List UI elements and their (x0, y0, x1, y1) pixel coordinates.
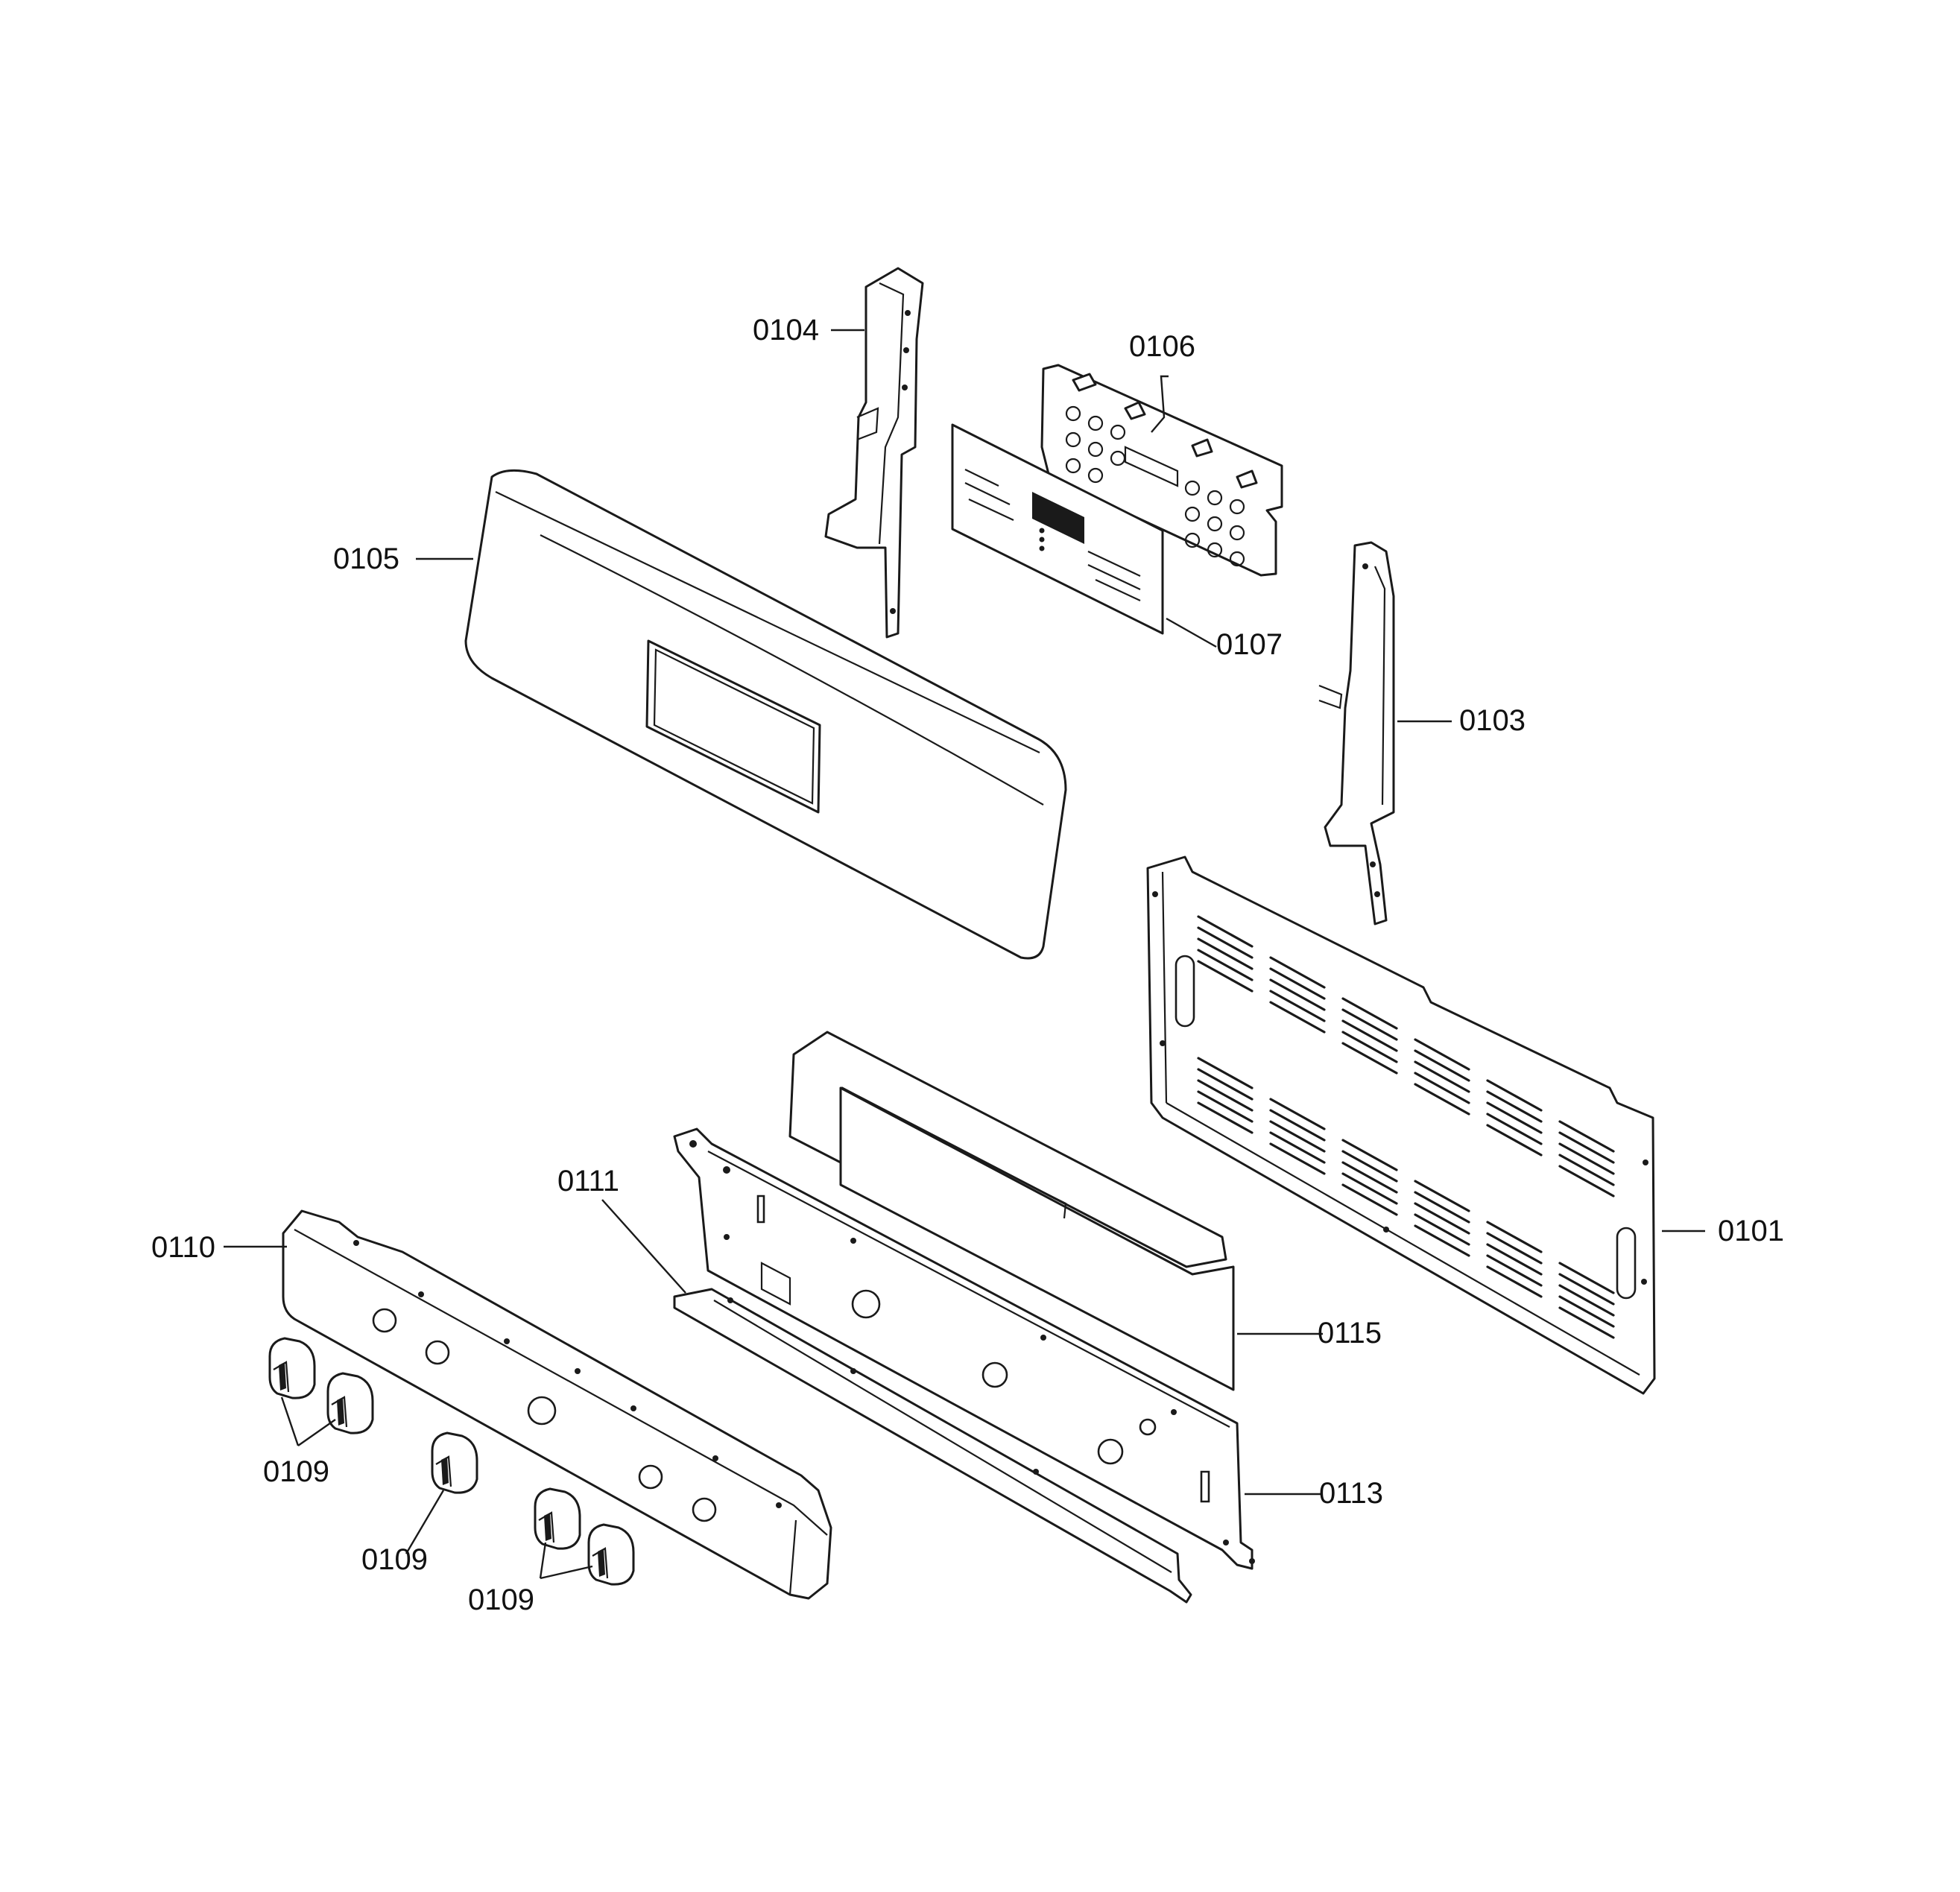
part-0101-rear-panel (1146, 855, 1656, 1395)
part-0107-overlay (951, 423, 1164, 635)
callout-0103: 0103 (1459, 704, 1526, 737)
knob (431, 1431, 478, 1494)
callout-0113: 0113 (1319, 1477, 1383, 1510)
callout-0109-left: 0109 (263, 1455, 329, 1488)
callout-0109-middle: 0109 (361, 1543, 428, 1576)
callout-0101: 0101 (1718, 1215, 1784, 1247)
part-0103-bracket (1318, 541, 1395, 926)
part-0110-front-panel (282, 1209, 832, 1600)
part-0111-trim (673, 1288, 1192, 1604)
leader-lines (224, 329, 1705, 1580)
part-0113-manifold-panel (673, 1127, 1255, 1570)
callout-0107: 0107 (1216, 628, 1283, 661)
part-0105-console (464, 469, 1067, 960)
callout-0106: 0106 (1129, 330, 1195, 363)
part-0115-shield (788, 1031, 1235, 1391)
knob (326, 1372, 374, 1434)
part-0106-control-board (1040, 364, 1283, 577)
knob (534, 1487, 581, 1550)
callout-0109-right: 0109 (468, 1583, 534, 1616)
callout-0110: 0110 (151, 1231, 215, 1264)
callout-labels: 0104 0106 0105 0107 0103 0101 0115 0111 … (151, 314, 1784, 1616)
knob (587, 1523, 635, 1586)
vent-slots-lower (1197, 1057, 1615, 1339)
part-0109-knobs (268, 1337, 635, 1586)
callout-0115: 0115 (1318, 1317, 1382, 1350)
callout-0104: 0104 (753, 314, 819, 347)
callout-0111: 0111 (557, 1165, 619, 1197)
callout-0105: 0105 (333, 542, 399, 575)
part-0104-bracket (824, 267, 924, 639)
knob (268, 1337, 316, 1399)
vent-slots-upper (1197, 915, 1615, 1197)
